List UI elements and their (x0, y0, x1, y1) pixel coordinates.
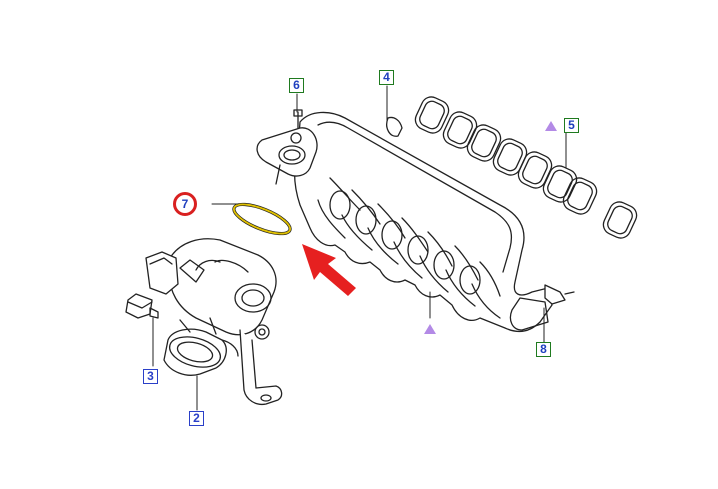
callout-8: 8 (536, 342, 551, 357)
mounting-screw (125, 293, 159, 319)
leader-lines (152, 85, 567, 411)
callout-3: 3 (143, 369, 158, 384)
callout-2: 2 (189, 411, 204, 426)
port-gaskets (414, 96, 638, 239)
throttle-body (145, 238, 283, 406)
triangle-marker-icon (545, 121, 557, 131)
intake-manifold (256, 109, 575, 333)
callout-7-highlighted: 7 (173, 192, 197, 216)
callout-5: 5 (564, 118, 579, 133)
triangle-marker-icon (424, 324, 436, 334)
callout-6: 6 (289, 78, 304, 93)
pointer-arrow-icon (302, 244, 356, 296)
callout-4: 4 (379, 70, 394, 85)
